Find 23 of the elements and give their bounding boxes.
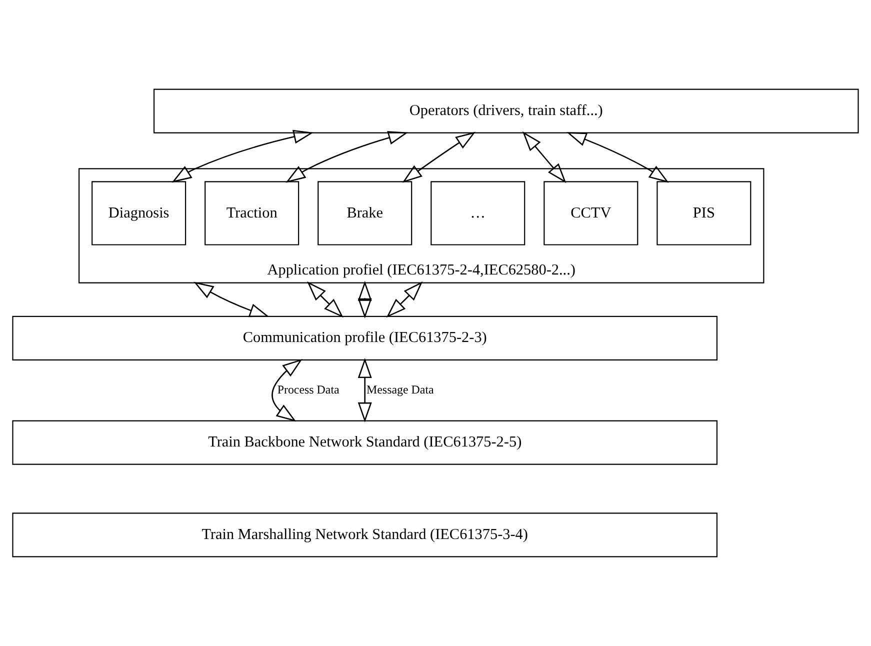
arrow	[402, 132, 476, 183]
arrow	[358, 358, 372, 422]
arrow	[272, 359, 302, 422]
arrow	[306, 281, 344, 318]
node-box: Brake	[318, 181, 412, 246]
node-box: …	[430, 181, 526, 246]
node-box: Train Marshalling Network Standard (IEC61375-3-4)	[12, 512, 718, 558]
node-box: Operators (drivers, train staff...)	[153, 88, 859, 134]
node-box: CCTV	[544, 181, 638, 246]
arrow	[358, 280, 372, 318]
arrow	[522, 131, 566, 184]
edge-label: Message Data	[366, 382, 434, 396]
arrow	[194, 282, 270, 318]
node-box: Traction	[204, 181, 300, 246]
node-box: Diagnosis	[92, 181, 186, 246]
node-box: Communication profile (IEC61375-2-3)	[12, 316, 718, 360]
arrow	[172, 130, 314, 183]
edge-label: Process Data	[277, 382, 340, 396]
node-box: Train Backbone Network Standard (IEC61375-2-5)	[12, 420, 718, 465]
arrow	[286, 131, 408, 183]
arrow	[566, 132, 669, 183]
node-box: PIS	[656, 181, 752, 246]
arrow	[386, 281, 423, 318]
